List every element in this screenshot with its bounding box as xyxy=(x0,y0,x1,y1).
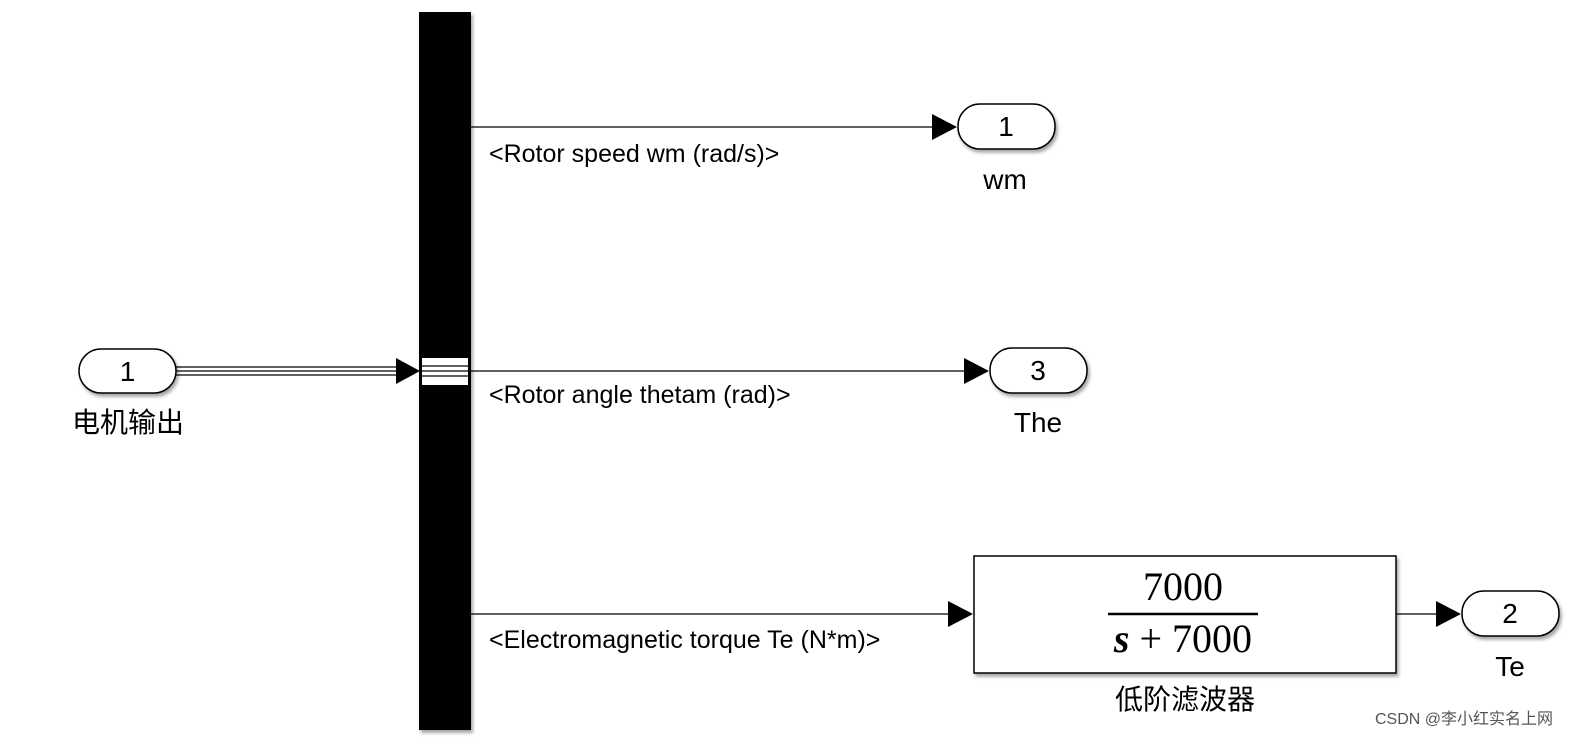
tf-block-label: 低阶滤波器 xyxy=(1115,684,1255,715)
signal-line-filtered-torque[interactable] xyxy=(1396,601,1461,627)
signal-label-rotor-angle: <Rotor angle thetam (rad)> xyxy=(489,381,791,409)
outport-te[interactable]: 2 xyxy=(1461,590,1560,637)
tf-denominator: s + 7000 xyxy=(1113,616,1252,661)
outport-number: 3 xyxy=(1030,355,1046,386)
transfer-function-block[interactable]: 7000 s + 7000 xyxy=(973,555,1397,674)
tf-denominator-var: s xyxy=(1113,616,1130,661)
outport-number: 1 xyxy=(998,111,1014,142)
bus-selector-block[interactable] xyxy=(419,12,471,730)
signal-line-torque[interactable] xyxy=(471,601,973,627)
tf-numerator: 7000 xyxy=(1143,564,1223,609)
outport-wm[interactable]: 1 xyxy=(957,103,1056,150)
tf-denominator-rest: + 7000 xyxy=(1130,616,1253,661)
signal-line-rotor-angle[interactable] xyxy=(471,358,989,384)
signal-arrowhead xyxy=(964,358,989,384)
watermark: CSDN @李小红实名上网 xyxy=(1375,710,1553,728)
outport-label-the: The xyxy=(1014,407,1062,438)
inport-number: 1 xyxy=(120,356,136,387)
signal-line-rotor-speed[interactable] xyxy=(471,114,957,140)
inport-label: 电机输出 xyxy=(72,407,184,438)
signal-label-rotor-speed: <Rotor speed wm (rad/s)> xyxy=(489,140,779,168)
bus-arrowhead xyxy=(396,358,420,384)
inport-block[interactable]: 1 xyxy=(78,348,177,394)
outport-the[interactable]: 3 xyxy=(989,347,1088,394)
signal-arrowhead xyxy=(1436,601,1461,627)
outport-number: 2 xyxy=(1502,598,1518,629)
outport-label-wm: wm xyxy=(982,164,1027,195)
outport-label-te: Te xyxy=(1495,651,1525,682)
signal-arrowhead xyxy=(932,114,957,140)
bus-line[interactable] xyxy=(176,358,420,384)
signal-label-torque: <Electromagnetic torque Te (N*m)> xyxy=(489,626,880,654)
signal-arrowhead xyxy=(948,601,973,627)
